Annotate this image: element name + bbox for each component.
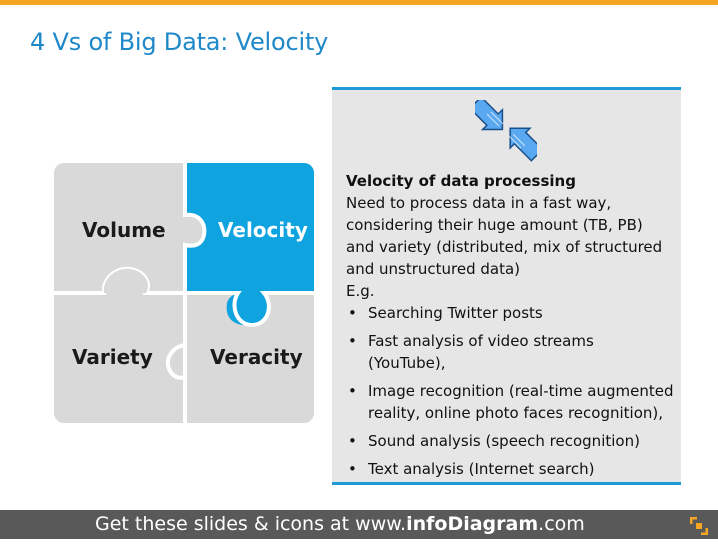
slide-title: 4 Vs of Big Data: Velocity <box>30 28 329 56</box>
puzzle-piece-velocity[interactable] <box>185 163 314 326</box>
footer-bar: Get these slides & icons at www.infoDiag… <box>0 510 718 539</box>
panel-heading: Velocity of data processing <box>346 172 576 190</box>
examples-label: E.g. <box>346 282 375 300</box>
brand-logo-icon <box>689 515 709 536</box>
examples-list: Searching Twitter posts Fast analysis of… <box>346 302 674 480</box>
list-item: Fast analysis of video streams (YouTube)… <box>346 330 674 374</box>
list-item: Sound analysis (speech recognition) <box>346 430 674 452</box>
puzzle-label-veracity: Veracity <box>210 345 303 369</box>
exchange-arrows-icon <box>468 95 544 162</box>
footer-brand: infoDiagram <box>406 513 539 535</box>
puzzle-label-variety: Variety <box>72 345 153 369</box>
footer-suffix: .com <box>538 513 585 535</box>
footer-link[interactable]: Get these slides & icons at www.infoDiag… <box>95 510 585 539</box>
puzzle-diagram: Volume Velocity Variety Veracity <box>54 163 314 423</box>
list-item: Searching Twitter posts <box>346 302 674 324</box>
list-item: Image recognition (real-time augmented r… <box>346 380 674 424</box>
puzzle-label-volume: Volume <box>82 218 166 242</box>
panel-body-text: Need to process data in a fast way, cons… <box>346 194 663 278</box>
puzzle-label-velocity: Velocity <box>218 218 308 242</box>
top-accent-bar <box>0 0 718 5</box>
velocity-description-panel: Velocity of data processing Need to proc… <box>332 87 681 485</box>
list-item: Text analysis (Internet search) <box>346 458 674 480</box>
footer-prefix: Get these slides & icons at www. <box>95 513 407 535</box>
